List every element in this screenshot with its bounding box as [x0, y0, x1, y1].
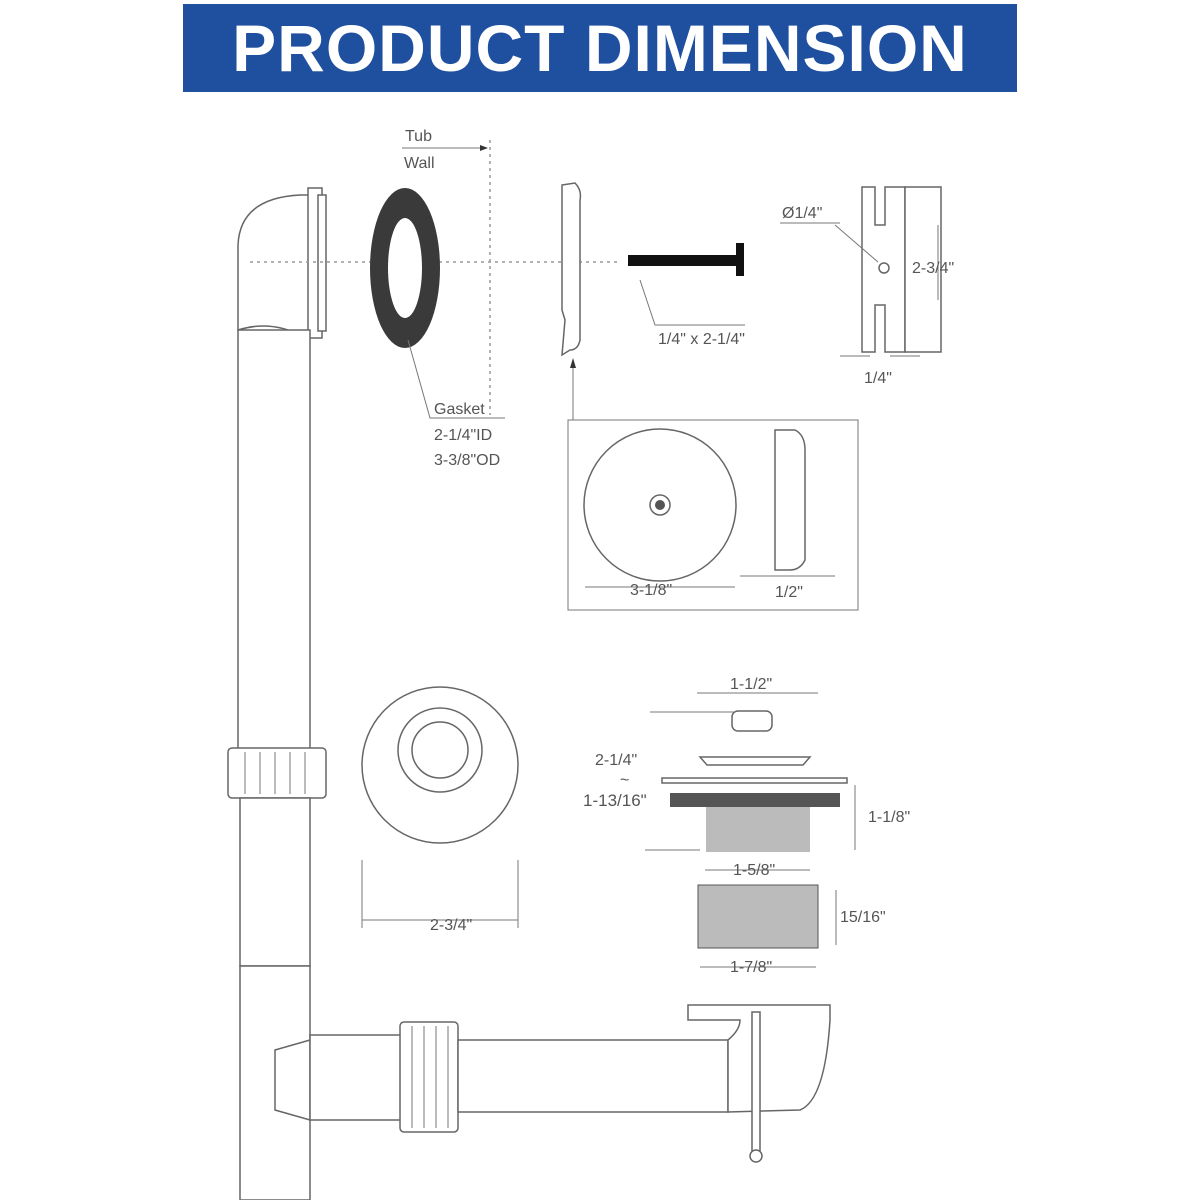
bracket-height-label: 2-3/4": [912, 260, 954, 277]
stopper: [645, 692, 856, 968]
tub-label: Tub: [405, 128, 432, 145]
page-title: PRODUCT DIMENSION: [232, 11, 968, 85]
drain-flange: [361, 686, 519, 928]
gasket-od-label: 3-3/8"OD: [434, 452, 500, 469]
nut-height-label: 15/16": [840, 909, 886, 926]
gasket-id-label: 2-1/4"ID: [434, 427, 492, 444]
gasket-label: Gasket: [434, 401, 485, 418]
faceplate-side: [561, 182, 582, 357]
stopper-top-width-label: 1-1/2": [730, 676, 772, 693]
screw: [628, 255, 738, 266]
stopper-tilde-label: ~: [620, 772, 629, 789]
hole-diameter-label: Ø1/4": [782, 205, 822, 222]
wall-label: Wall: [404, 155, 435, 172]
waste-tee: [274, 1004, 831, 1163]
stopper-side-label: 1-1/8": [868, 809, 910, 826]
plate-diameter-label: 3-1/8": [630, 582, 672, 599]
bracket: [780, 186, 942, 357]
screw-size-label: 1/4" x 2-1/4": [658, 331, 745, 348]
faceplate-detail: [567, 419, 859, 611]
title-banner: PRODUCT DIMENSION: [183, 4, 1017, 92]
nut-width-label: 1-7/8": [730, 959, 772, 976]
gasket: [370, 188, 505, 419]
flange-diameter-label: 2-3/4": [430, 917, 472, 934]
stopper-body-label: 1-5/8": [733, 862, 775, 879]
bracket-slot-label: 1/4": [864, 370, 892, 387]
stopper-height-2-label: 1-13/16": [583, 791, 647, 810]
plate-depth-label: 1/2": [775, 584, 803, 601]
stopper-height-1-label: 2-1/4": [595, 752, 637, 769]
